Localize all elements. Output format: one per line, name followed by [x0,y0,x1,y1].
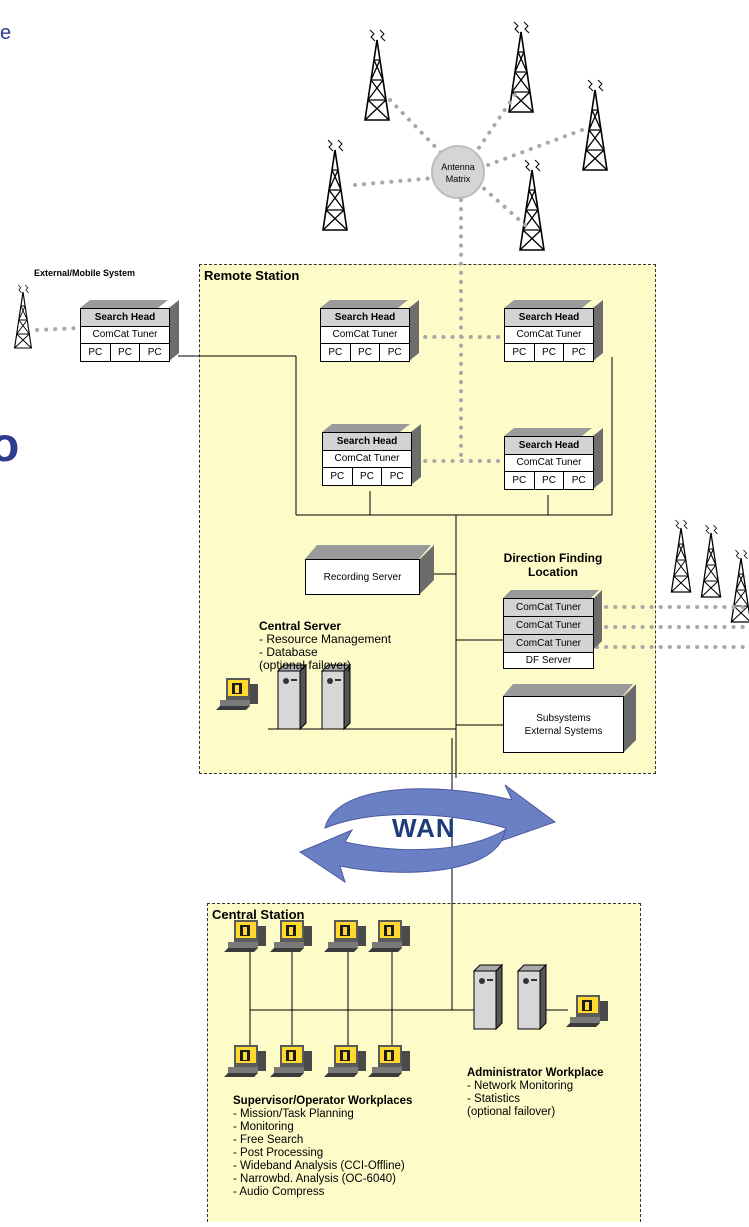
df-tuner: ComCat Tuner [504,617,593,635]
subsystems-line1: Subsystems [536,712,591,724]
subsystems-line2: External Systems [524,725,603,737]
supervisor-item: - Post Processing [233,1147,324,1159]
search-head-tuner: ComCat Tuner [321,327,409,344]
subsystems-box: Subsystems External Systems [503,684,637,754]
supervisor-item: - Audio Compress [233,1186,325,1198]
fragment-text-top: e [0,22,12,44]
pc-slot: PC [353,468,383,485]
search-head-tuner: ComCat Tuner [323,451,411,468]
fragment-text-mid: o [0,419,20,472]
pc-slot: PC [387,347,402,358]
admin-workplace-title: Administrator Workplace [467,1067,604,1079]
search-head-header: Search Head [323,433,411,451]
wan-label: WAN [392,813,456,843]
pc-slot: PC [323,468,353,485]
supervisor-item: - Monitoring [233,1121,294,1133]
central-station-panel [207,903,641,1222]
antenna-tower-icon [14,284,32,349]
recording-server-label: Recording Server [305,559,420,595]
antenna-matrix-line2: Matrix [445,174,471,184]
antenna-tower-icon [322,139,348,231]
external-system-title: External/Mobile System [34,268,136,278]
admin-pc-icon [566,995,608,1027]
central-server-item: - Database [259,645,318,659]
df-server-label: DF Server [525,655,572,666]
supervisor-item: - Wideband Analysis (CCI-Offline) [233,1160,405,1172]
operator-pc-icon [224,1045,266,1077]
df-location-title: Direction Finding Location [500,551,606,579]
pc-slot: PC [81,344,111,361]
operator-pc-icon [324,1045,366,1077]
pc-slot: PC [147,347,162,358]
search-head-header: Search Head [505,309,593,327]
antenna-links [35,93,749,649]
operator-pc-icon [368,1045,410,1077]
pc-slot: PC [321,344,351,361]
operator-pc-icon [216,678,258,710]
df-tuner: ComCat Tuner [504,599,593,617]
antenna-tower-icon [364,29,390,121]
antenna-matrix-label: Antenna Matrix [432,161,484,185]
antenna-tower-icon [508,21,534,113]
admin-server-rack-icon [473,964,547,1030]
antenna-tower-icon [582,79,608,171]
pc-slot: PC [571,475,586,486]
pc-slot: PC [571,347,586,358]
remote-station-title: Remote Station [204,268,300,283]
antenna-tower-icon [670,519,692,593]
operator-pc-icon [324,920,366,952]
central-server-item: - Resource Management [259,632,392,646]
central-station-title: Central Station [212,907,305,922]
search-head-header: Search Head [321,309,409,327]
pc-slot: PC [505,344,535,361]
antenna-matrix-node [431,145,485,199]
antenna-matrix-line1: Antenna [441,162,475,172]
admin-workplace-desc: Administrator Workplace - Network Monito… [467,1067,604,1119]
admin-item: (optional failover) [467,1106,556,1118]
pc-slot: PC [535,344,565,361]
admin-item: - Network Monitoring [467,1080,574,1092]
supervisor-item: - Narrowbd. Analysis (OC-6040) [233,1173,396,1185]
search-head-header: Search Head [505,437,593,455]
central-server-item: (optional failover) [259,658,352,672]
wan-ring [298,784,557,884]
supervisor-workplaces-desc: Supervisor/Operator Workplaces - Mission… [233,1095,412,1199]
subsystems-label: Subsystems External Systems [503,696,624,753]
operator-pc-icon [224,920,266,952]
pc-slot: PC [389,471,404,482]
pc-slot: PC [505,472,535,489]
operator-pc-icon [270,920,312,952]
central-server-rack-icon [277,664,351,730]
df-server-stack: ComCat Tuner ComCat Tuner ComCat Tuner D… [503,590,603,669]
search-head-tuner: ComCat Tuner [505,455,593,472]
supervisor-item: - Free Search [233,1134,304,1146]
pc-slot: PC [535,472,565,489]
supervisor-item: - Mission/Task Planning [233,1108,354,1120]
supervisor-workplaces-title: Supervisor/Operator Workplaces [233,1095,413,1107]
antenna-tower-icon [700,524,722,598]
df-tuner: ComCat Tuner [504,635,593,653]
operator-pc-icon [368,920,410,952]
antenna-tower-icon [519,159,545,251]
pc-slot: PC [351,344,381,361]
search-head-tuner: ComCat Tuner [81,327,169,344]
admin-item: - Statistics [467,1093,521,1105]
df-location-title-line2: Location [528,565,578,579]
search-head-header: Search Head [81,309,169,327]
df-location-title-line1: Direction Finding [503,551,603,565]
recording-server-box: Recording Server [305,545,435,595]
pc-slot: PC [111,344,141,361]
operator-pc-icon [270,1045,312,1077]
search-head-tuner: ComCat Tuner [505,327,593,344]
central-server-title: Central Server [259,619,342,633]
central-server-desc: Central Server - Resource Management - D… [259,620,391,672]
antenna-tower-icon [730,549,749,623]
